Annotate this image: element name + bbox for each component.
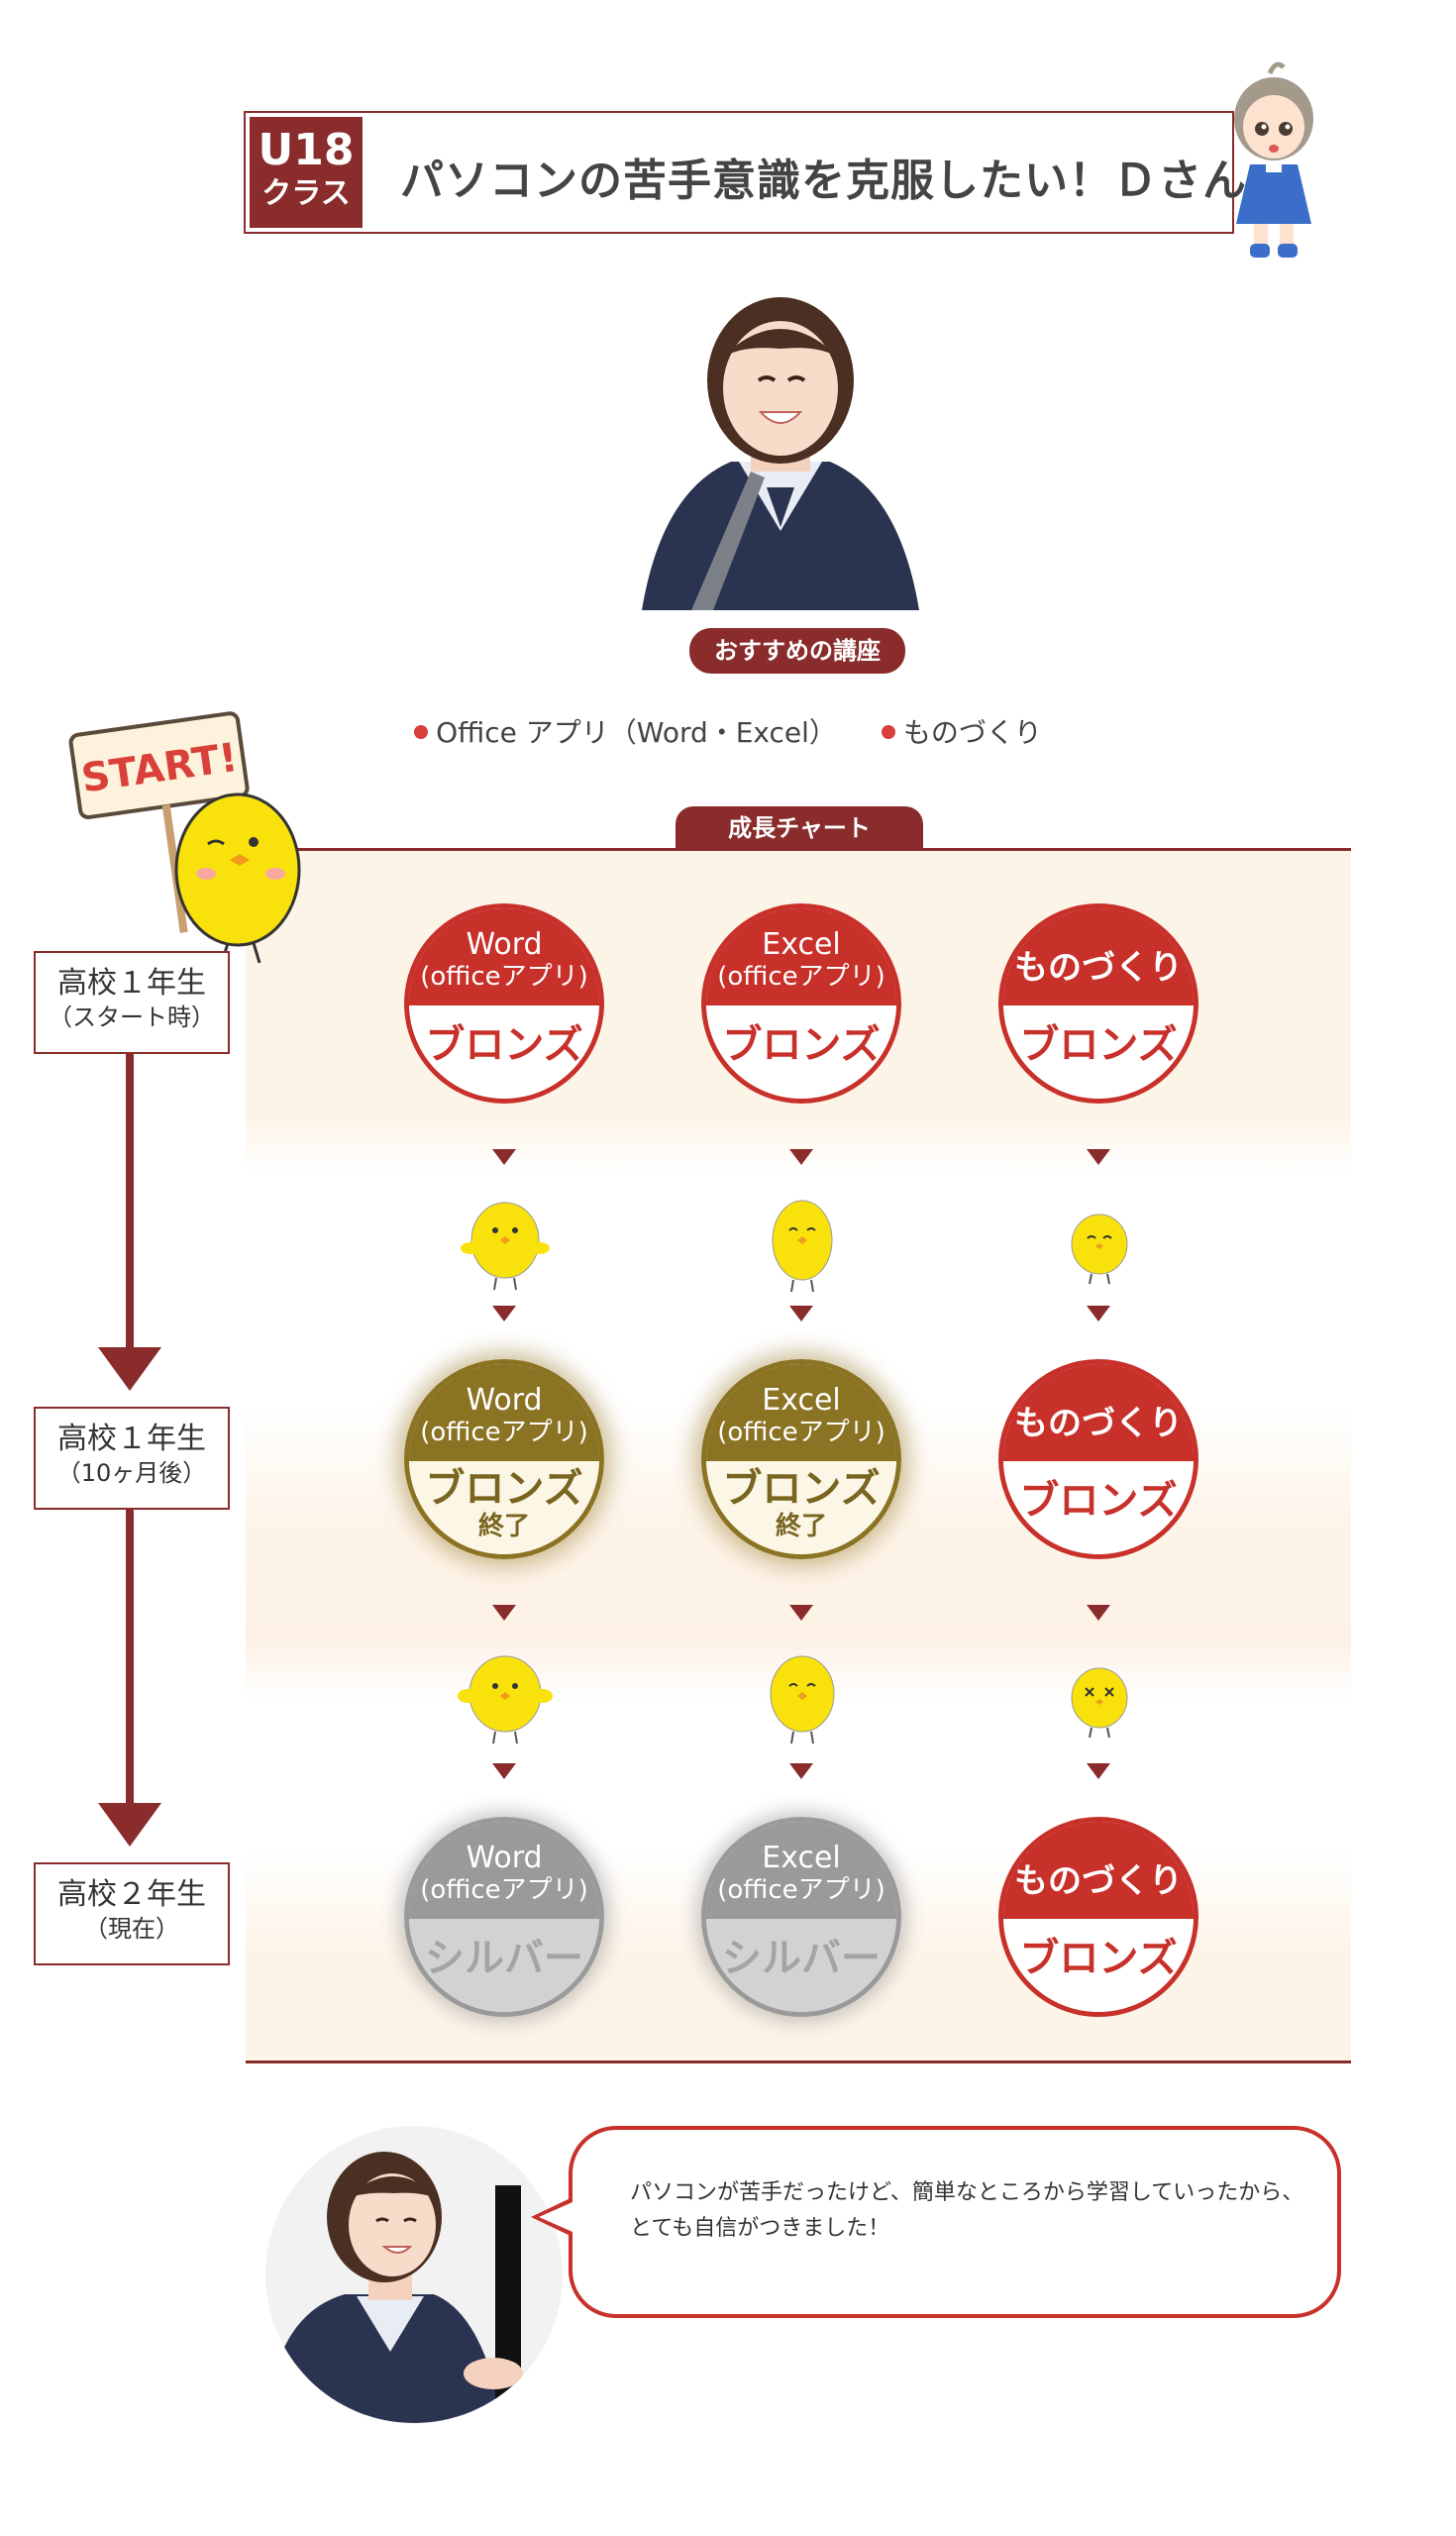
badge-course-sub: (officeアプリ)	[717, 1418, 885, 1447]
badge-rank: ブロンズ	[425, 1466, 583, 1512]
chick-icon	[772, 1200, 833, 1293]
bullet-icon	[881, 725, 895, 739]
timeline-line	[126, 1054, 134, 1351]
timeline-line	[126, 1510, 134, 1807]
badge-rank: ブロンズ	[1019, 1478, 1178, 1524]
stage-note: （スタート時）	[49, 1004, 215, 1031]
badge-course: ものづくり	[1014, 1404, 1183, 1443]
down-arrow-icon	[492, 1306, 516, 1321]
badge-course: Excel	[762, 927, 841, 962]
comment-line: パソコンが苦手だったけど、簡単なところから学習していったから、	[630, 2180, 1304, 2205]
recommended-courses-label: おすすめの講座	[689, 628, 905, 674]
stage-label-current: 高校２年生 （現在）	[34, 1862, 230, 1965]
badge-course-sub: (officeアプリ)	[420, 1418, 588, 1447]
stage-name: 高校１年生	[57, 1422, 206, 1456]
stage-note: （10ヶ月後）	[56, 1459, 207, 1487]
speech-bubble-tail-inner	[539, 2202, 572, 2232]
stage-name: 高校２年生	[57, 1877, 206, 1912]
class-badge-number: U18	[258, 125, 355, 175]
badge-rank: シルバー	[722, 1936, 881, 1981]
student-pc-illustration	[265, 2126, 563, 2423]
down-arrow-icon	[1087, 1306, 1110, 1321]
badge-monozukuri-bronze: ものづくり ブロンズ	[998, 903, 1198, 1104]
badge-course: Word	[466, 927, 543, 962]
badge-monozukuri-bronze: ものづくり ブロンズ	[998, 1359, 1198, 1559]
student-photo	[622, 264, 939, 610]
course-item-office: Office アプリ（Word・Excel）	[414, 716, 837, 749]
badge-course-sub: (officeアプリ)	[717, 962, 885, 992]
student-pc-photo	[265, 2126, 563, 2423]
stage-note: （現在）	[84, 1915, 179, 1943]
badge-rank: ブロンズ	[425, 1022, 583, 1068]
down-arrow-icon	[1087, 1149, 1110, 1165]
down-arrow-icon	[492, 1763, 516, 1779]
timeline-arrow-icon	[98, 1803, 161, 1847]
badge-course-sub: (officeアプリ)	[420, 1875, 588, 1905]
badge-course: ものづくり	[1014, 1861, 1183, 1901]
badge-word-bronze-complete: Word(officeアプリ) ブロンズ終了	[404, 1359, 604, 1559]
badge-course: Word	[466, 1383, 543, 1418]
down-arrow-icon	[789, 1605, 813, 1621]
badge-excel-silver: Excel(officeアプリ) シルバー	[701, 1817, 901, 2017]
badge-course: Excel	[762, 1841, 841, 1875]
badge-course: Excel	[762, 1383, 841, 1418]
class-badge: U18 クラス	[250, 117, 363, 228]
badge-rank: ブロンズ	[1019, 1022, 1178, 1068]
badge-rank: ブロンズ	[1019, 1936, 1178, 1981]
badge-course-sub: (officeアプリ)	[717, 1875, 885, 1905]
down-arrow-icon	[1087, 1605, 1110, 1621]
badge-excel-bronze-complete: Excel(officeアプリ) ブロンズ終了	[701, 1359, 901, 1559]
badge-status: 終了	[477, 1512, 530, 1541]
badge-word-silver: Word(officeアプリ) シルバー	[404, 1817, 604, 2017]
badge-course-sub: (officeアプリ)	[420, 962, 588, 992]
header-box	[244, 111, 1234, 234]
badge-rank: ブロンズ	[722, 1466, 881, 1512]
badge-excel-bronze: Excel(officeアプリ) ブロンズ	[701, 903, 901, 1104]
badge-word-bronze: Word(officeアプリ) ブロンズ	[404, 903, 604, 1104]
down-arrow-icon	[789, 1149, 813, 1165]
chick-icon	[458, 1655, 553, 1744]
course-item-monozukuri: ものづくり	[881, 716, 1042, 749]
comment-bubble	[569, 2126, 1341, 2318]
badge-rank: シルバー	[425, 1936, 583, 1981]
chick-icon	[770, 1655, 835, 1744]
stage-label-start: 高校１年生 （スタート時）	[34, 951, 230, 1054]
class-badge-label: クラス	[261, 176, 351, 211]
student-comment: パソコンが苦手だったけど、簡単なところから学習していったから、 とても自信がつき…	[630, 2175, 1313, 2247]
badge-rank: ブロンズ	[722, 1022, 881, 1068]
start-chick-illustration: START!	[68, 711, 301, 964]
chart-bottom-rule	[246, 2060, 1351, 2063]
chick-icon	[461, 1202, 550, 1291]
down-arrow-icon	[1087, 1763, 1110, 1779]
badge-course: Word	[466, 1841, 543, 1875]
chick-icon	[1071, 1214, 1128, 1285]
down-arrow-icon	[492, 1605, 516, 1621]
page-title: パソコンの苦手意識を克服したい！Ｄさん	[400, 156, 1247, 206]
down-arrow-icon	[492, 1149, 516, 1165]
down-arrow-icon	[789, 1763, 813, 1779]
down-arrow-icon	[789, 1306, 813, 1321]
timeline-arrow-icon	[98, 1347, 161, 1391]
bullet-icon	[414, 725, 429, 739]
stage-name: 高校１年生	[57, 966, 206, 1001]
chick-icon	[1071, 1667, 1128, 1739]
badge-status: 終了	[775, 1512, 827, 1541]
growth-chart-title: 成長チャート	[676, 806, 923, 850]
stage-label-10-months: 高校１年生 （10ヶ月後）	[34, 1407, 230, 1510]
mascot-girl-illustration	[1234, 61, 1313, 258]
badge-monozukuri-bronze: ものづくり ブロンズ	[998, 1817, 1198, 2017]
badge-course: ものづくり	[1014, 948, 1183, 988]
course-label: ものづくり	[902, 716, 1042, 749]
course-label: Office アプリ（Word・Excel）	[436, 716, 837, 749]
recommended-courses-list: Office アプリ（Word・Excel） ものづくり	[0, 711, 1456, 751]
comment-line: とても自信がつきました！	[630, 2216, 890, 2241]
